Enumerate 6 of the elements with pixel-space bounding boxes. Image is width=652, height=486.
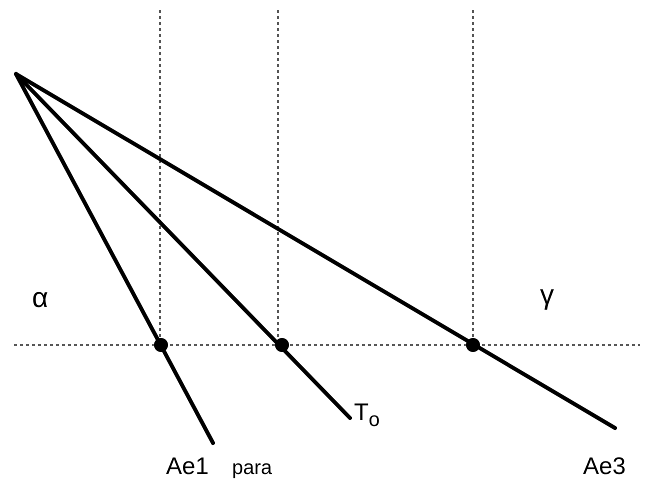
phase-label: α: [32, 284, 48, 312]
phase-label: γ: [540, 281, 554, 309]
curve-label: Ae1: [166, 455, 209, 479]
curve-label: para: [232, 458, 272, 478]
curve-label: T$_{o}$: [354, 401, 380, 430]
curve-label: Ae3: [583, 455, 626, 479]
